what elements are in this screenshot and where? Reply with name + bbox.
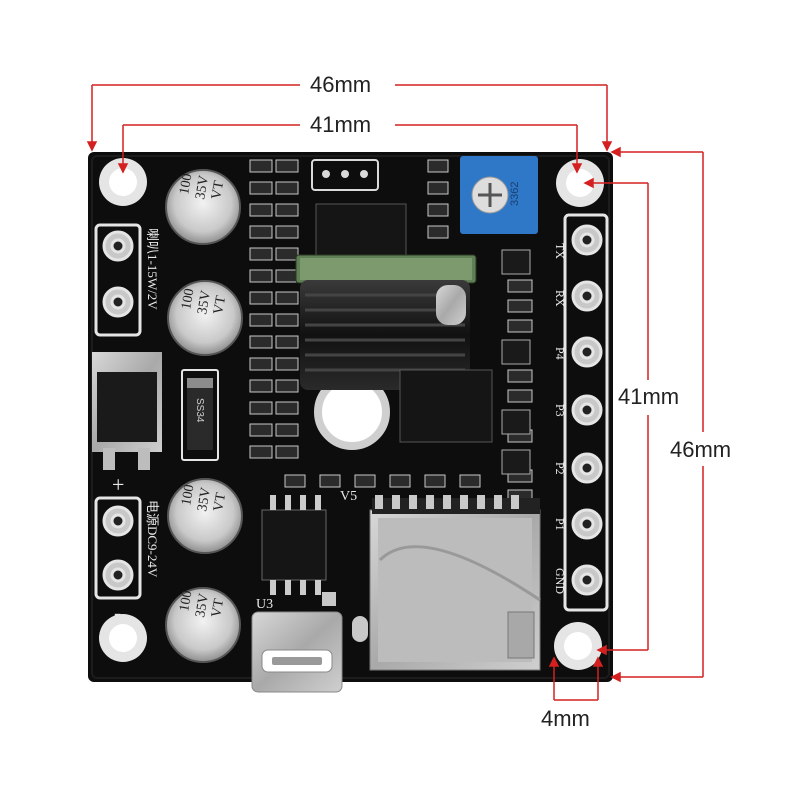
voltage-regulator bbox=[92, 352, 162, 470]
supply-label: 电源DC9-24V bbox=[145, 500, 160, 578]
micro-usb-port bbox=[251, 611, 343, 693]
pin-label-gnd: GND bbox=[553, 568, 567, 594]
rf-module bbox=[295, 254, 477, 284]
crystal bbox=[436, 285, 466, 325]
svg-text:VT: VT bbox=[209, 597, 227, 618]
svg-text:VT: VT bbox=[209, 179, 227, 200]
power-plus: + bbox=[112, 472, 124, 497]
smd-resistors-right bbox=[284, 159, 533, 503]
dimension-lines bbox=[86, 84, 704, 701]
power-minus: - bbox=[114, 600, 121, 625]
svg-text:VT: VT bbox=[211, 294, 229, 315]
chip-u3 bbox=[261, 495, 327, 595]
pin-label-p1: P1 bbox=[553, 518, 567, 531]
svg-text:35V: 35V bbox=[193, 592, 212, 618]
hole-width-label: 41mm bbox=[306, 112, 376, 138]
capacitor-1: 100 35V VT bbox=[165, 169, 241, 245]
pin-label-rx: RX bbox=[553, 290, 567, 307]
left-terminal-pads bbox=[94, 223, 142, 600]
sd-card-slot bbox=[369, 498, 541, 671]
right-pin-header bbox=[563, 213, 609, 612]
version-label: V5 bbox=[340, 489, 357, 504]
diode-ss34: SS34 bbox=[181, 369, 219, 461]
hole-offset-label: 4mm bbox=[537, 706, 594, 732]
svg-text:VT: VT bbox=[211, 491, 229, 512]
svg-text:100: 100 bbox=[177, 172, 195, 195]
svg-text:3362: 3362 bbox=[509, 182, 521, 206]
svg-text:SS34: SS34 bbox=[194, 398, 205, 423]
outer-height-label: 46mm bbox=[666, 437, 736, 463]
svg-text:35V: 35V bbox=[195, 486, 214, 512]
capacitor-4: 100 35V VT bbox=[165, 587, 241, 663]
secondary-ic bbox=[399, 369, 493, 443]
capacitor-3: 100 35V VT bbox=[167, 478, 243, 554]
svg-text:100: 100 bbox=[177, 589, 195, 612]
rf-antenna-coil bbox=[300, 280, 470, 390]
svg-text:100: 100 bbox=[179, 483, 197, 506]
potentiometer: 3362 bbox=[460, 156, 538, 234]
capacitor-2: 100 35V VT bbox=[167, 280, 243, 356]
hole-height-label: 41mm bbox=[614, 384, 684, 410]
outer-width-label: 46mm bbox=[306, 72, 376, 98]
mounting-hole-bl bbox=[99, 614, 147, 662]
speaker-label: 喇叭1-15W/2V bbox=[145, 228, 160, 310]
mounting-hole-tr bbox=[556, 159, 604, 207]
top-connector bbox=[311, 159, 379, 191]
smd-resistors-left bbox=[249, 159, 299, 459]
mounting-hole-tl bbox=[99, 158, 147, 206]
pin-label-p2: P2 bbox=[553, 462, 567, 475]
chip-label-u3: U3 bbox=[256, 597, 273, 612]
transistors bbox=[501, 249, 531, 475]
svg-text:35V: 35V bbox=[193, 174, 212, 200]
svg-text:100: 100 bbox=[179, 287, 197, 310]
main-ic bbox=[315, 203, 407, 265]
pin-label-p4: P4 bbox=[553, 347, 567, 360]
mounting-hole-br bbox=[554, 622, 602, 670]
pin-label-p3: P3 bbox=[553, 404, 567, 417]
svg-text:35V: 35V bbox=[195, 289, 214, 315]
pin-label-tx: TX bbox=[553, 243, 567, 259]
